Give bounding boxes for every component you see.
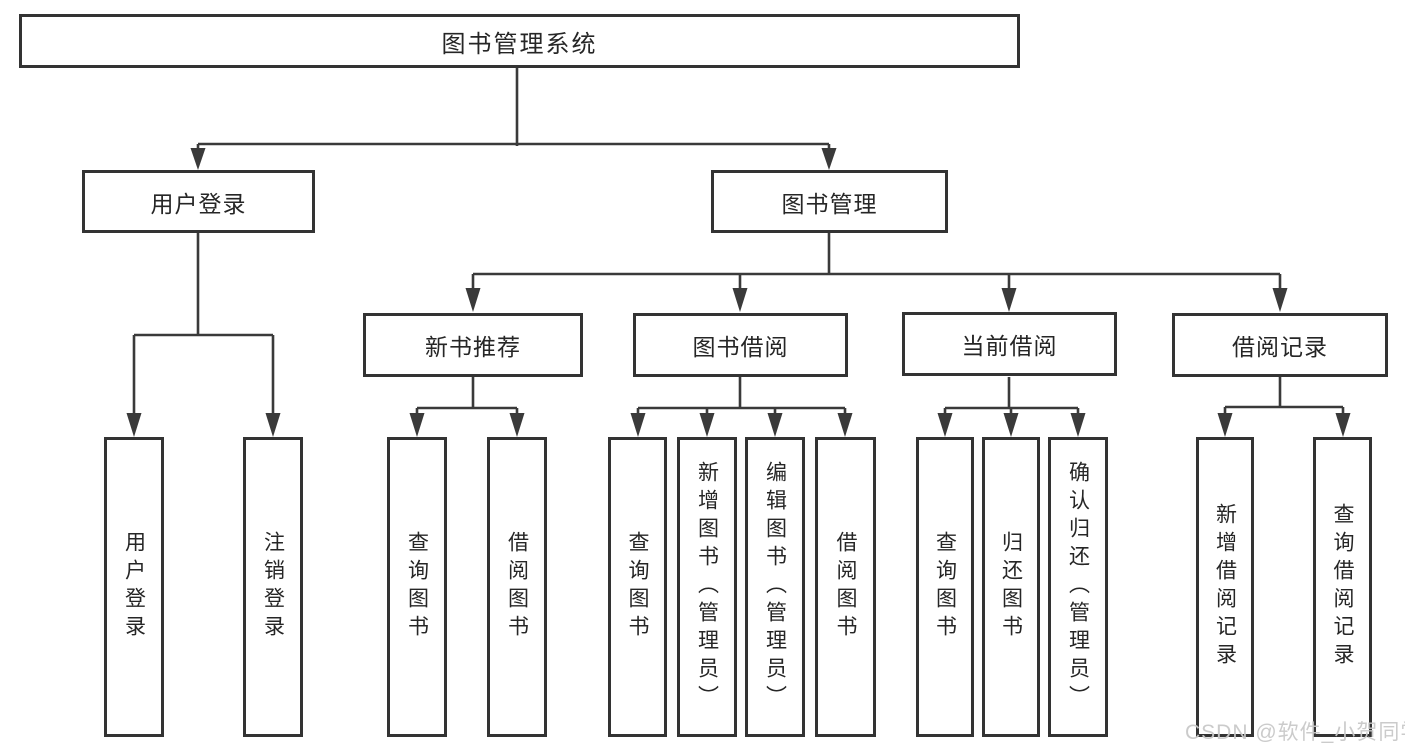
arrowhead [265, 413, 281, 437]
node-borrow-records: 借阅记录 [1172, 313, 1388, 377]
node-new-book: 新书推荐 [363, 313, 583, 377]
leaf-query-books-3: 查询图书 [916, 437, 974, 737]
arrowhead [1003, 413, 1019, 437]
leaf-logout: 注销登录 [243, 437, 303, 737]
arrowhead [509, 413, 525, 437]
leaf-label: 查询借阅记录 [1331, 503, 1354, 671]
arrowhead [1070, 413, 1086, 437]
node-book-borrow: 图书借阅 [633, 313, 848, 377]
node-current-borrow: 当前借阅 [902, 312, 1117, 376]
leaf-label: 用户登录 [122, 531, 146, 643]
arrowhead [630, 413, 646, 437]
arrowhead [1335, 413, 1351, 437]
leaf-query-borrow-record: 查询借阅记录 [1313, 437, 1372, 737]
arrowhead [837, 413, 853, 437]
leaf-borrow-books-2: 借阅图书 [815, 437, 876, 737]
leaf-borrow-books-1: 借阅图书 [487, 437, 547, 737]
leaf-query-books-1: 查询图书 [387, 437, 447, 737]
arrowhead [1217, 413, 1233, 437]
leaf-label: 确认归还（管理员） [1066, 461, 1090, 713]
leaf-add-borrow-record: 新增借阅记录 [1196, 437, 1254, 737]
leaf-query-books-2: 查询图书 [608, 437, 667, 737]
arrowhead [732, 288, 748, 312]
arrowhead [126, 413, 142, 437]
arrowhead [1001, 288, 1017, 312]
arrowhead [767, 413, 783, 437]
arrowhead [937, 413, 953, 437]
leaf-label: 新增借阅记录 [1213, 503, 1237, 671]
leaf-user-login: 用户登录 [104, 437, 164, 737]
leaf-label: 查询图书 [933, 531, 957, 643]
leaf-label: 查询图书 [626, 531, 649, 643]
leaf-label: 编辑图书（管理员） [763, 461, 787, 713]
node-root: 图书管理系统 [19, 14, 1020, 68]
arrowhead [821, 148, 837, 170]
node-book-mgmt: 图书管理 [711, 170, 948, 233]
node-user-login: 用户登录 [82, 170, 315, 233]
leaf-label: 查询图书 [405, 531, 429, 643]
leaf-label: 借阅图书 [834, 531, 857, 643]
csdn-watermark: CSDN @软件_小贺同学 [1185, 721, 1405, 744]
arrowhead [1272, 288, 1288, 312]
leaf-add-books-admin: 新增图书（管理员） [677, 437, 737, 737]
arrowhead [190, 148, 206, 170]
leaf-label: 注销登录 [261, 531, 285, 643]
arrowhead [409, 413, 425, 437]
arrowheads [126, 148, 1351, 437]
leaf-label: 借阅图书 [505, 531, 529, 643]
leaf-return-books: 归还图书 [982, 437, 1040, 737]
leaf-label: 归还图书 [999, 531, 1023, 643]
leaf-label: 新增图书（管理员） [695, 461, 719, 713]
leaf-edit-books-admin: 编辑图书（管理员） [745, 437, 805, 737]
arrowhead [465, 288, 481, 312]
arrowhead [699, 413, 715, 437]
leaf-confirm-return-admin: 确认归还（管理员） [1048, 437, 1108, 737]
